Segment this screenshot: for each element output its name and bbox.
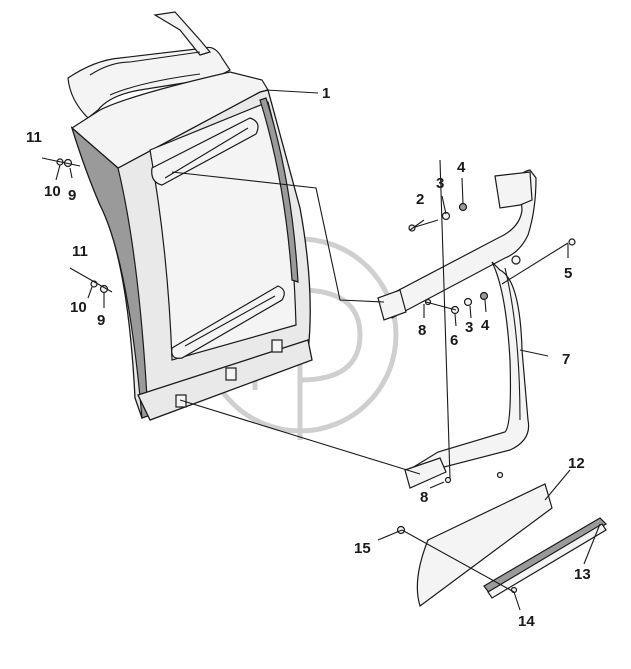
callout-15: 15 <box>354 540 371 557</box>
callout-2: 2 <box>416 191 425 208</box>
callout-1: 1 <box>322 85 331 102</box>
callout-12: 12 <box>568 455 585 472</box>
leader-lines <box>41 89 601 611</box>
callout-11-upper: 11 <box>26 129 42 146</box>
callout-8-lower: 8 <box>420 489 429 506</box>
callout-14: 14 <box>518 613 535 630</box>
callout-3-lower: 3 <box>465 319 474 336</box>
callout-4: 4 <box>457 159 466 176</box>
callout-3: 3 <box>436 175 445 192</box>
callout-7: 7 <box>562 351 571 368</box>
callout-10-upper: 10 <box>44 183 61 200</box>
fender-panel <box>67 11 313 421</box>
callout-9-lower: 9 <box>97 312 106 329</box>
callout-5: 5 <box>564 265 573 282</box>
rubber-strip <box>483 517 607 599</box>
callout-9-upper: 9 <box>68 187 77 204</box>
callout-11-lower: 11 <box>72 243 88 260</box>
callout-4-lower: 4 <box>481 317 490 334</box>
callout-10-lower: 10 <box>70 299 87 316</box>
mud-flap-plate <box>416 483 553 607</box>
callout-13: 13 <box>574 566 591 583</box>
callout-8-upper: 8 <box>418 322 427 339</box>
mounting-bracket <box>377 169 537 489</box>
hardware <box>56 158 576 594</box>
callout-6: 6 <box>450 332 459 349</box>
